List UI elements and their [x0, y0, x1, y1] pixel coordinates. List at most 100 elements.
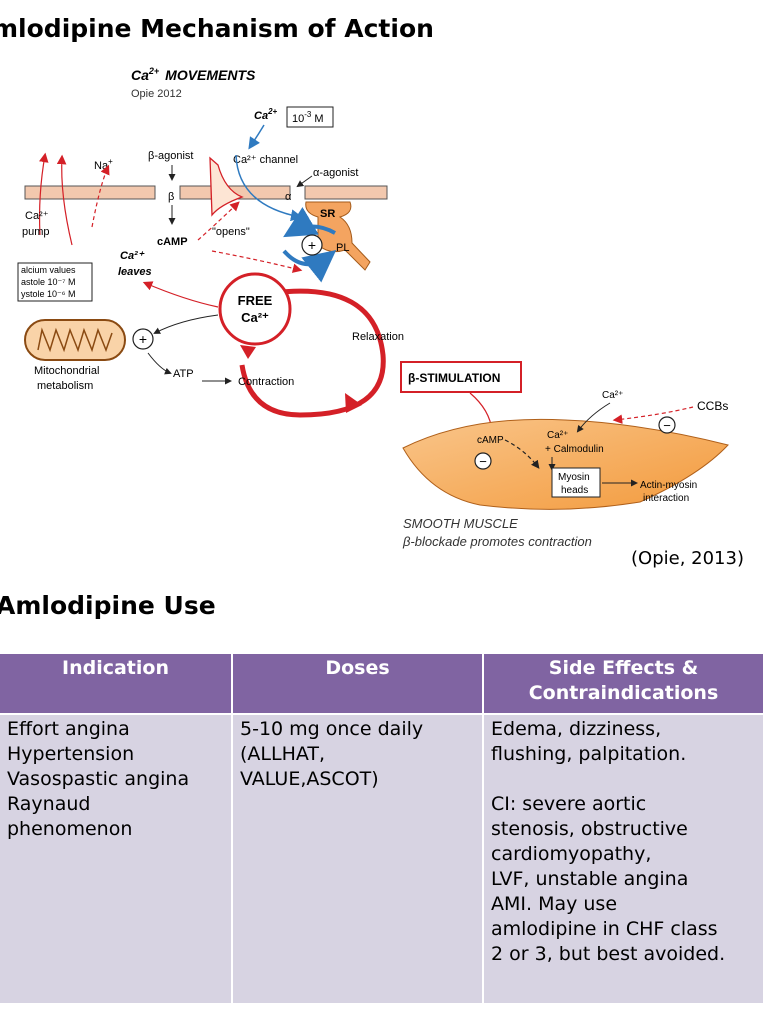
indication-cell: Effort angina Hypertension Vasospastic a…	[0, 713, 233, 1003]
camp-label: cAMP	[157, 236, 188, 248]
opens-arrow	[197, 201, 240, 241]
cycle-arrowhead-right	[345, 393, 362, 413]
cycle-arrowhead-left	[240, 345, 256, 359]
atp-label: ATP	[173, 368, 194, 380]
concentration-label: 10-3 M	[292, 110, 324, 125]
table-row: Effort angina Hypertension Vasospastic a…	[0, 713, 763, 1003]
ca-ion-arrow	[576, 402, 611, 433]
pump-label: pump	[22, 226, 50, 238]
header-indication: Indication	[0, 654, 233, 714]
ca-leaves-label-2: leaves	[118, 266, 152, 278]
opens-label: "opens"	[212, 226, 250, 238]
ca-extracellular-label: Ca2+	[254, 107, 278, 122]
relaxation-cycle	[239, 288, 386, 418]
mito-plus-circle	[132, 328, 154, 350]
ca-leaves-label-1: Ca²⁺	[120, 250, 145, 262]
mito-plus-sign: +	[139, 331, 147, 347]
ccbs-minus-sign: −	[663, 418, 671, 433]
beta-agonist-label: β-agonist	[148, 150, 193, 162]
contraction-label: Contraction	[238, 376, 294, 388]
section-title: Amlodipine Use	[0, 591, 216, 620]
list-item: 5-10 mg once daily	[240, 718, 424, 740]
smooth-muscle-cell	[402, 418, 729, 510]
diagram-source: Opie 2012	[131, 88, 182, 100]
ca-channel-label: Ca²⁺ channel	[233, 154, 298, 166]
uptake-arrow-bottom	[282, 249, 337, 283]
header-doses: Doses	[232, 654, 484, 714]
list-item: (ALLHAT,	[240, 743, 326, 765]
amlodipine-use-table: Indication Doses Side Effects & Contrain…	[0, 654, 763, 1003]
list-item: 2 or 3, but best avoided.	[491, 943, 726, 965]
alpha-receptor-label: α	[285, 191, 292, 203]
list-item: Effort angina	[7, 718, 130, 740]
beta-blockade-label: β-blockade promotes contraction	[402, 534, 592, 549]
camp-smooth-label: cAMP	[477, 435, 504, 446]
cell-membrane-left	[24, 185, 156, 200]
alpha-agonist-label: α-agonist	[313, 167, 359, 179]
calcium-values-line-1: alcium values	[21, 265, 76, 275]
slide-title: mlodipine Mechanism of Action	[0, 14, 434, 43]
citation: (Opie, 2013)	[631, 548, 744, 569]
free-ca-label-1: FREE	[238, 293, 273, 308]
myosin-heads-box	[551, 467, 601, 498]
mito-label-1: Mitochondrial	[34, 365, 99, 377]
calcium-values-line-3: ystole 10⁻⁶ M	[21, 289, 75, 299]
camp-minus-sign: −	[479, 454, 487, 469]
alpha-agonist-arrow	[296, 175, 313, 188]
pump-arrow	[38, 152, 49, 236]
ccbs-label: CCBs	[697, 399, 728, 413]
ca-release-dashed-arrow	[211, 250, 303, 273]
calcium-exit-arrow	[56, 154, 73, 246]
camp-minus-circle	[474, 452, 492, 470]
ca-leaves-arrow	[142, 281, 219, 308]
pl-label: PL	[336, 242, 349, 254]
smooth-muscle-label: SMOOTH MUSCLE	[403, 516, 518, 531]
list-item: Hypertension	[7, 743, 135, 765]
header-side-effects: Side Effects & Contraindications	[483, 654, 763, 714]
list-item: Vasospastic angina	[7, 768, 190, 790]
diagram-heading: Ca2+MOVEMENTS	[131, 66, 256, 83]
sodium-label: Na+	[94, 157, 113, 172]
ccbs-arrow	[612, 406, 694, 424]
actin-myosin-label-2: interaction	[643, 493, 689, 504]
free-ca-label-2: Ca²⁺	[241, 310, 269, 325]
ca-channel-shape	[209, 156, 244, 217]
header-side-effects-line-2: Contraindications	[528, 682, 719, 704]
list-item: Raynaud	[7, 793, 91, 815]
beta-receptor-label: β	[168, 191, 174, 203]
free-ca-circle	[218, 272, 292, 346]
concentration-box	[286, 106, 334, 128]
list-item: LVF, unstable angina	[491, 868, 689, 890]
actin-myosin-label-1: Actin-myosin	[640, 480, 697, 491]
ca-ion-label: Ca²⁺	[602, 390, 623, 401]
ca-pump-label: Ca²⁺	[25, 210, 49, 222]
calcium-movements-diagram: Ca2+MOVEMENTS Opie 2012 Ca2+ 10-3 M Na+ …	[17, 66, 729, 549]
list-item: cardiomyopathy,	[491, 843, 652, 865]
sodium-arrow	[91, 164, 110, 228]
header-side-effects-line-1: Side Effects &	[548, 657, 699, 679]
uptake-arrow-top	[283, 207, 336, 238]
mitochondrion-cristae	[37, 327, 113, 353]
calcium-values-line-2: astole 10⁻⁷ M	[21, 277, 76, 287]
cell-membrane-right	[304, 185, 388, 200]
myosin-label-2: heads	[561, 485, 588, 496]
list-item: flushing, palpitation.	[491, 743, 687, 765]
calcium-values-box	[17, 262, 93, 302]
myosin-label-1: Myosin	[558, 472, 590, 483]
mito-label-2: metabolism	[37, 380, 93, 392]
mito-arrow	[153, 314, 219, 334]
calmodulin-label-1: Ca²⁺	[547, 430, 568, 441]
list-item: Edema, dizziness,	[491, 718, 662, 740]
camp-inhibit-arrow	[504, 439, 540, 469]
sr-label: SR	[320, 208, 335, 220]
plus-circle	[301, 234, 323, 256]
list-item: VALUE,ASCOT)	[240, 768, 379, 790]
list-item: phenomenon	[7, 818, 133, 840]
list-item: amlodipine in CHF class	[491, 918, 718, 940]
beta-stimulation-label: β-STIMULATION	[408, 371, 500, 385]
table-header-row: Indication Doses Side Effects & Contrain…	[0, 654, 763, 714]
relaxation-label: Relaxation	[352, 331, 404, 343]
calmodulin-label-2: + Calmodulin	[545, 444, 604, 455]
atp-arrow	[147, 352, 172, 375]
side-effects-cell: Edema, dizziness, flushing, palpitation.…	[483, 713, 763, 1003]
